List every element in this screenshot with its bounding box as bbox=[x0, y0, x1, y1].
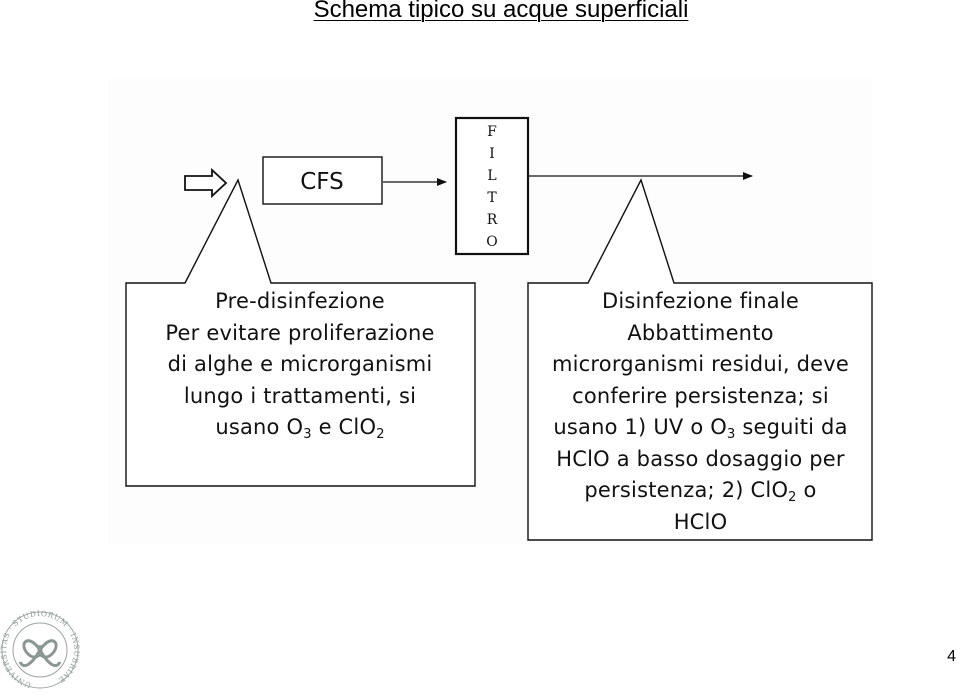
text-fragment: persistenza; 2) ClO bbox=[584, 478, 789, 502]
filter-letter: L bbox=[487, 168, 497, 184]
cfs-label: CFS bbox=[300, 169, 343, 195]
final-disinfection-line: HClO bbox=[673, 509, 728, 534]
final-disinfection-line: Abbattimento bbox=[627, 320, 774, 345]
pre-disinfection-line: usano O3 e ClO2 bbox=[126, 412, 474, 444]
final-disinfection-line: HClO a basso dosaggio per bbox=[556, 446, 845, 471]
pre-disinfection-text: Pre-disinfezione Per evitare proliferazi… bbox=[126, 286, 474, 444]
final-disinfection-text: Disinfezione finale Abbattimento microrg… bbox=[529, 286, 872, 538]
final-disinfection-heading: Disinfezione finale bbox=[602, 289, 799, 313]
text-fragment: seguiti da bbox=[735, 415, 848, 439]
final-disinfection-line: conferire persistenza; si bbox=[572, 383, 829, 408]
cfs-box bbox=[262, 156, 383, 205]
final-disinfection-line: usano 1) UV o O3 seguiti da bbox=[529, 412, 872, 444]
filter-box bbox=[454, 116, 530, 256]
filter-letter: T bbox=[487, 190, 497, 206]
inlet-arrow-icon bbox=[184, 167, 228, 199]
pre-disinfection-line: Per evitare proliferazione bbox=[165, 320, 435, 345]
page-number: 4 bbox=[947, 648, 956, 665]
filter-letter: R bbox=[486, 212, 498, 228]
filter-letter: F bbox=[487, 124, 497, 140]
pre-disinfection-line: lungo i trattamenti, si bbox=[183, 383, 417, 408]
text-fragment: o bbox=[796, 478, 817, 502]
text-fragment: usano 1) UV o O bbox=[553, 415, 727, 439]
filter-label: F I L T R O bbox=[455, 119, 529, 255]
text-fragment: e ClO bbox=[311, 415, 377, 439]
pre-disinfection-heading: Pre-disinfezione bbox=[215, 289, 385, 313]
subscript: 3 bbox=[303, 427, 312, 442]
filter-letter: I bbox=[489, 146, 495, 162]
final-disinfection-line: persistenza; 2) ClO2 o bbox=[529, 475, 872, 507]
subscript: 2 bbox=[376, 427, 385, 442]
pre-disinfection-line: di alghe e microrganismi bbox=[167, 352, 433, 376]
final-disinfection-callout bbox=[527, 178, 873, 541]
university-seal-logo: UNIVERSITAS · STUDIORUM · INSUBRIAE bbox=[0, 609, 80, 690]
filter-letter: O bbox=[486, 234, 498, 250]
final-disinfection-line: microrganismi residui, deve bbox=[551, 352, 850, 376]
pre-disinfection-callout bbox=[125, 178, 476, 487]
slide-title: Schema tipico su acque superficiali bbox=[313, 0, 689, 23]
subscript: 2 bbox=[788, 490, 797, 505]
text-fragment: usano O bbox=[215, 415, 304, 439]
subscript: 3 bbox=[727, 427, 736, 442]
